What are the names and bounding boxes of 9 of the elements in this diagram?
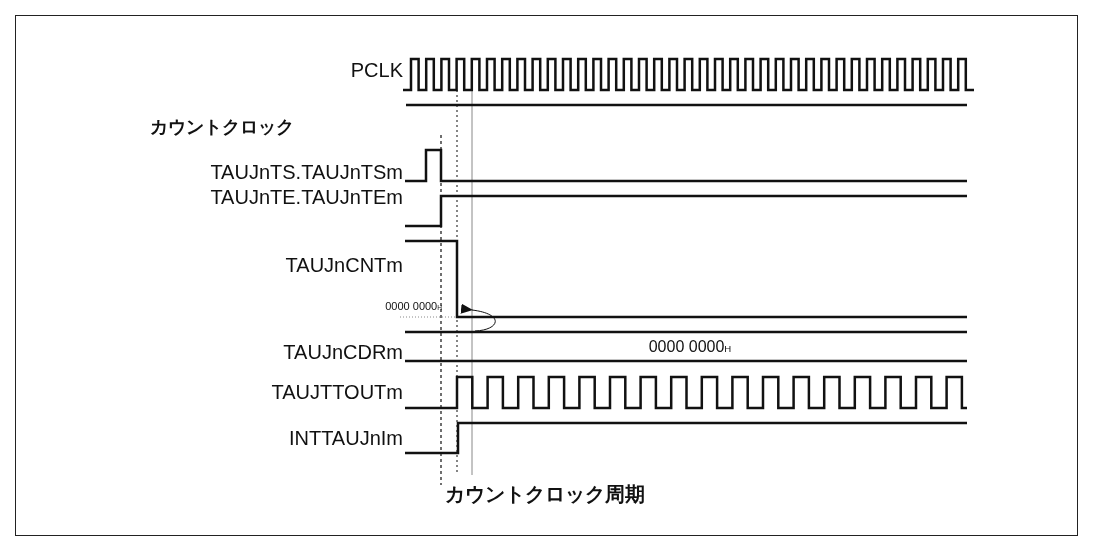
- signal-name: PCLK: [350, 60, 403, 80]
- signal-name: TAUJnTE.TAUJnTEm: [210, 187, 403, 207]
- signal-name: カウントクロック: [150, 118, 294, 136]
- signal-name: TAUJnCNTm: [285, 255, 403, 275]
- signal-name: TAUJnCDRm: [283, 342, 403, 362]
- signal-name: TAUJnTS.TAUJnTSm: [210, 162, 403, 182]
- signal-name: TAUJTTOUTm: [271, 382, 403, 402]
- period-label: カウントクロック周期: [445, 484, 645, 504]
- signal-name: INTTAUJnIm: [288, 428, 403, 448]
